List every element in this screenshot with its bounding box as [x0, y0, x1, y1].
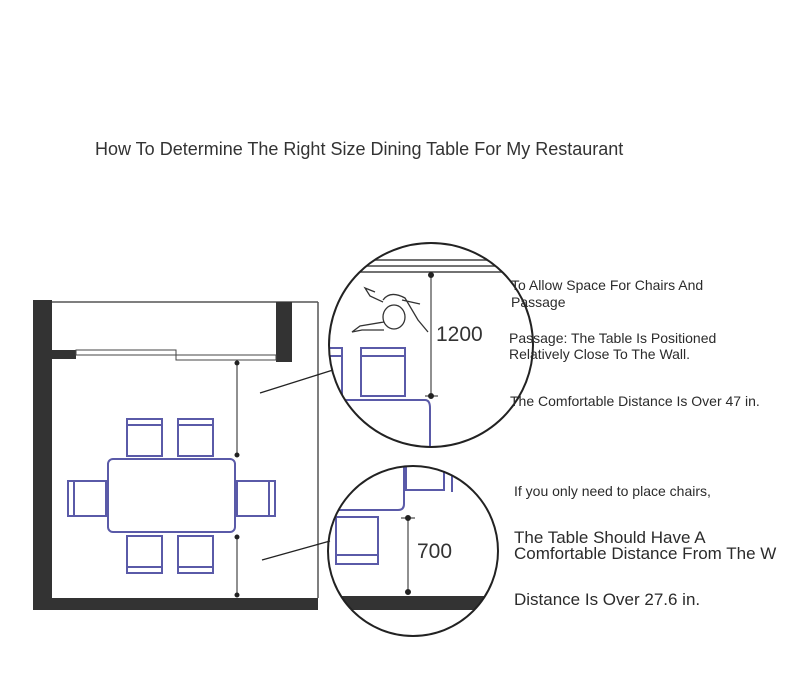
- room: [33, 300, 319, 610]
- note-text: The Comfortable Distance Is Over 47 in.: [510, 393, 760, 409]
- callout-circle-top: [259, 242, 534, 448]
- note-text: Distance Is Over 27.6 in.: [514, 590, 701, 609]
- callout-pointer: [261, 540, 331, 561]
- chair: [236, 480, 276, 517]
- person-icon: [351, 286, 429, 333]
- window-right: [175, 354, 277, 361]
- note-text: Relatively Close To The Wall.: [509, 346, 691, 362]
- chair: [126, 418, 163, 457]
- note-text: Comfortable Distance From The W: [514, 544, 777, 563]
- chair: [67, 480, 107, 517]
- note-text: Passage: The Table Is Positioned: [509, 330, 717, 346]
- note-text: Passage: [511, 294, 566, 310]
- callout-circle-bottom: [261, 465, 499, 637]
- window-left: [75, 349, 177, 356]
- wall-pillar: [276, 302, 292, 362]
- dimension-lines: [234, 360, 240, 598]
- left-wall: [33, 300, 52, 610]
- chair: [177, 535, 214, 574]
- wall-stub: [52, 350, 76, 359]
- page-title: How To Determine The Right Size Dining T…: [95, 139, 624, 159]
- note-text: The Table Should Have A: [514, 528, 706, 547]
- dining-table: [107, 458, 236, 533]
- bottom-wall: [33, 598, 318, 610]
- dimension-label-700: 700: [417, 540, 453, 563]
- chair: [126, 535, 163, 574]
- dimension-label-1200: 1200: [436, 323, 483, 346]
- note-text: To Allow Space For Chairs And: [511, 277, 704, 293]
- note-text: If you only need to place chairs,: [514, 483, 711, 499]
- callout-pointer: [259, 369, 334, 394]
- chair: [177, 418, 214, 457]
- table-set: [67, 418, 276, 574]
